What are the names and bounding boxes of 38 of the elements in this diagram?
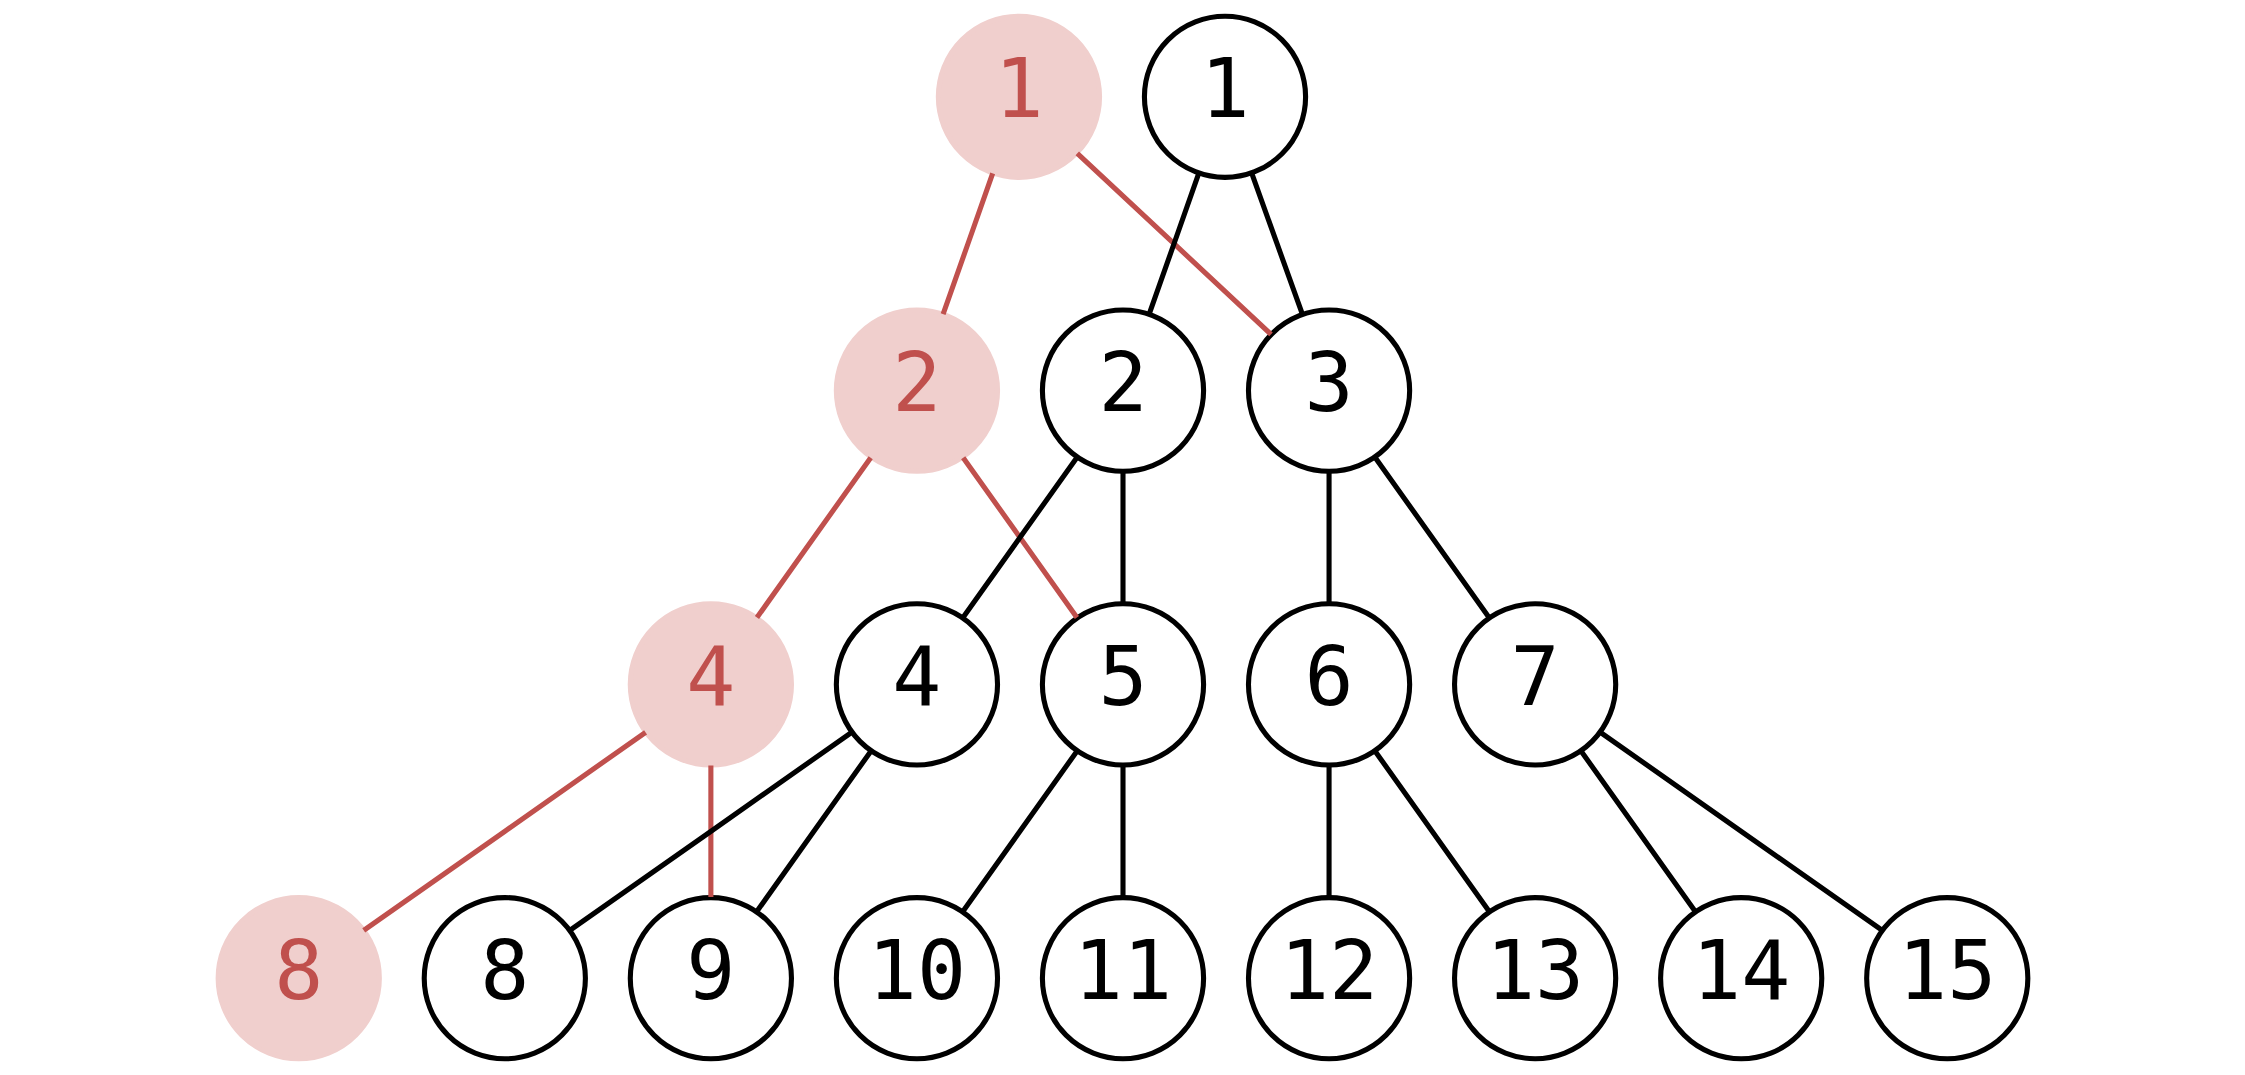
connector — [1119, 765, 1126, 898]
node-circle: 7 — [1451, 601, 1618, 768]
connector — [707, 765, 713, 898]
connector — [1119, 471, 1126, 604]
node-circle: 10 — [833, 895, 1000, 1062]
node-circle: 1 — [1141, 13, 1308, 180]
connector — [567, 730, 853, 933]
connector — [940, 172, 995, 316]
node-circle: 15 — [1863, 895, 2030, 1062]
connector — [754, 749, 873, 913]
connector — [1075, 151, 1273, 337]
connector — [1248, 172, 1305, 316]
connector — [1598, 730, 1884, 933]
node-circle: 2 — [833, 307, 1000, 474]
connector — [960, 456, 1079, 620]
connector — [1372, 456, 1491, 620]
connector — [1146, 172, 1201, 316]
connector — [960, 750, 1079, 913]
node-circle: 5 — [1039, 601, 1206, 768]
connector — [1326, 765, 1332, 898]
node-circle: 13 — [1451, 895, 1618, 1062]
node-circle: 4 — [833, 601, 1000, 768]
node-circle: 3 — [1245, 307, 1412, 474]
node-circle: 4 — [627, 601, 794, 768]
connector — [1578, 750, 1697, 913]
node-circle: 6 — [1245, 601, 1412, 768]
connector — [1326, 471, 1332, 604]
connector — [1372, 749, 1491, 913]
node-circle: 1 — [935, 13, 1102, 180]
node-circle: 14 — [1657, 895, 1824, 1062]
node-circle: 11 — [1039, 895, 1206, 1062]
connector — [754, 456, 873, 620]
node-circle: 8 — [421, 895, 588, 1062]
node-circle: 12 — [1245, 895, 1412, 1062]
connector — [361, 730, 647, 933]
node-circle: 9 — [627, 895, 794, 1062]
node-circle: 2 — [1039, 307, 1206, 474]
node-circle: 8 — [215, 895, 382, 1062]
